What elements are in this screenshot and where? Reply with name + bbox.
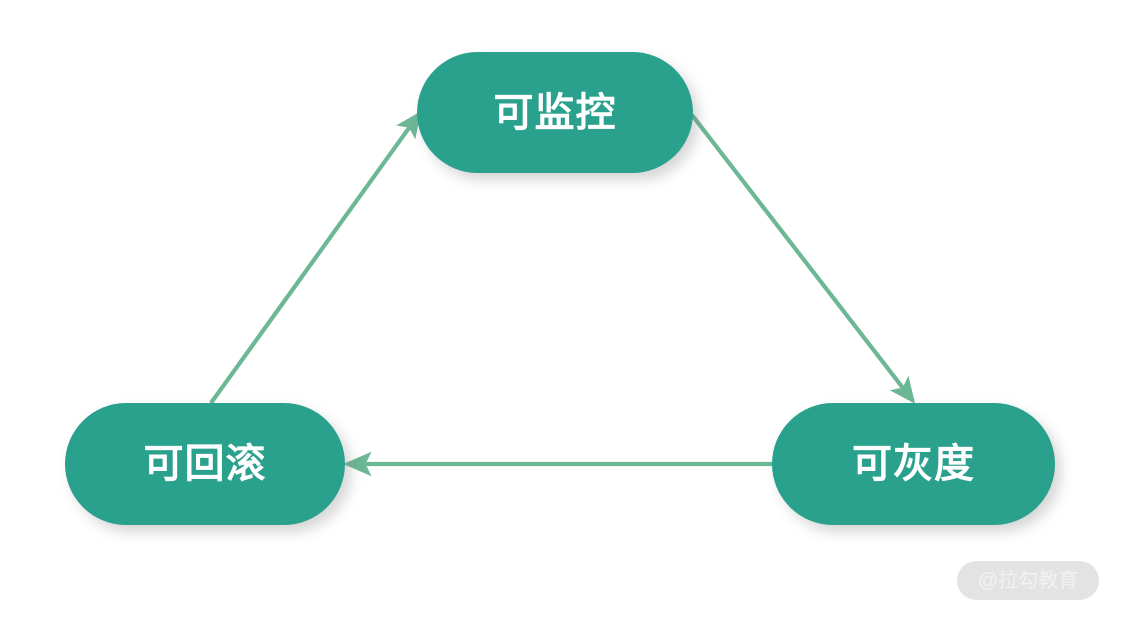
edge-monitor-to-grayscale — [690, 113, 916, 404]
node-grayscale[interactable]: 可灰度 — [772, 403, 1055, 525]
node-rollback[interactable]: 可回滚 — [65, 403, 345, 525]
node-grayscale-label: 可灰度 — [852, 442, 975, 486]
watermark-text: @拉勾教育 — [977, 569, 1079, 592]
watermark-badge: @拉勾教育 — [957, 561, 1099, 600]
node-monitor[interactable]: 可监控 — [417, 52, 693, 173]
node-monitor-label: 可监控 — [493, 90, 617, 135]
node-rollback-label: 可回滚 — [143, 442, 267, 486]
edge-rollback-to-monitor — [209, 111, 421, 405]
